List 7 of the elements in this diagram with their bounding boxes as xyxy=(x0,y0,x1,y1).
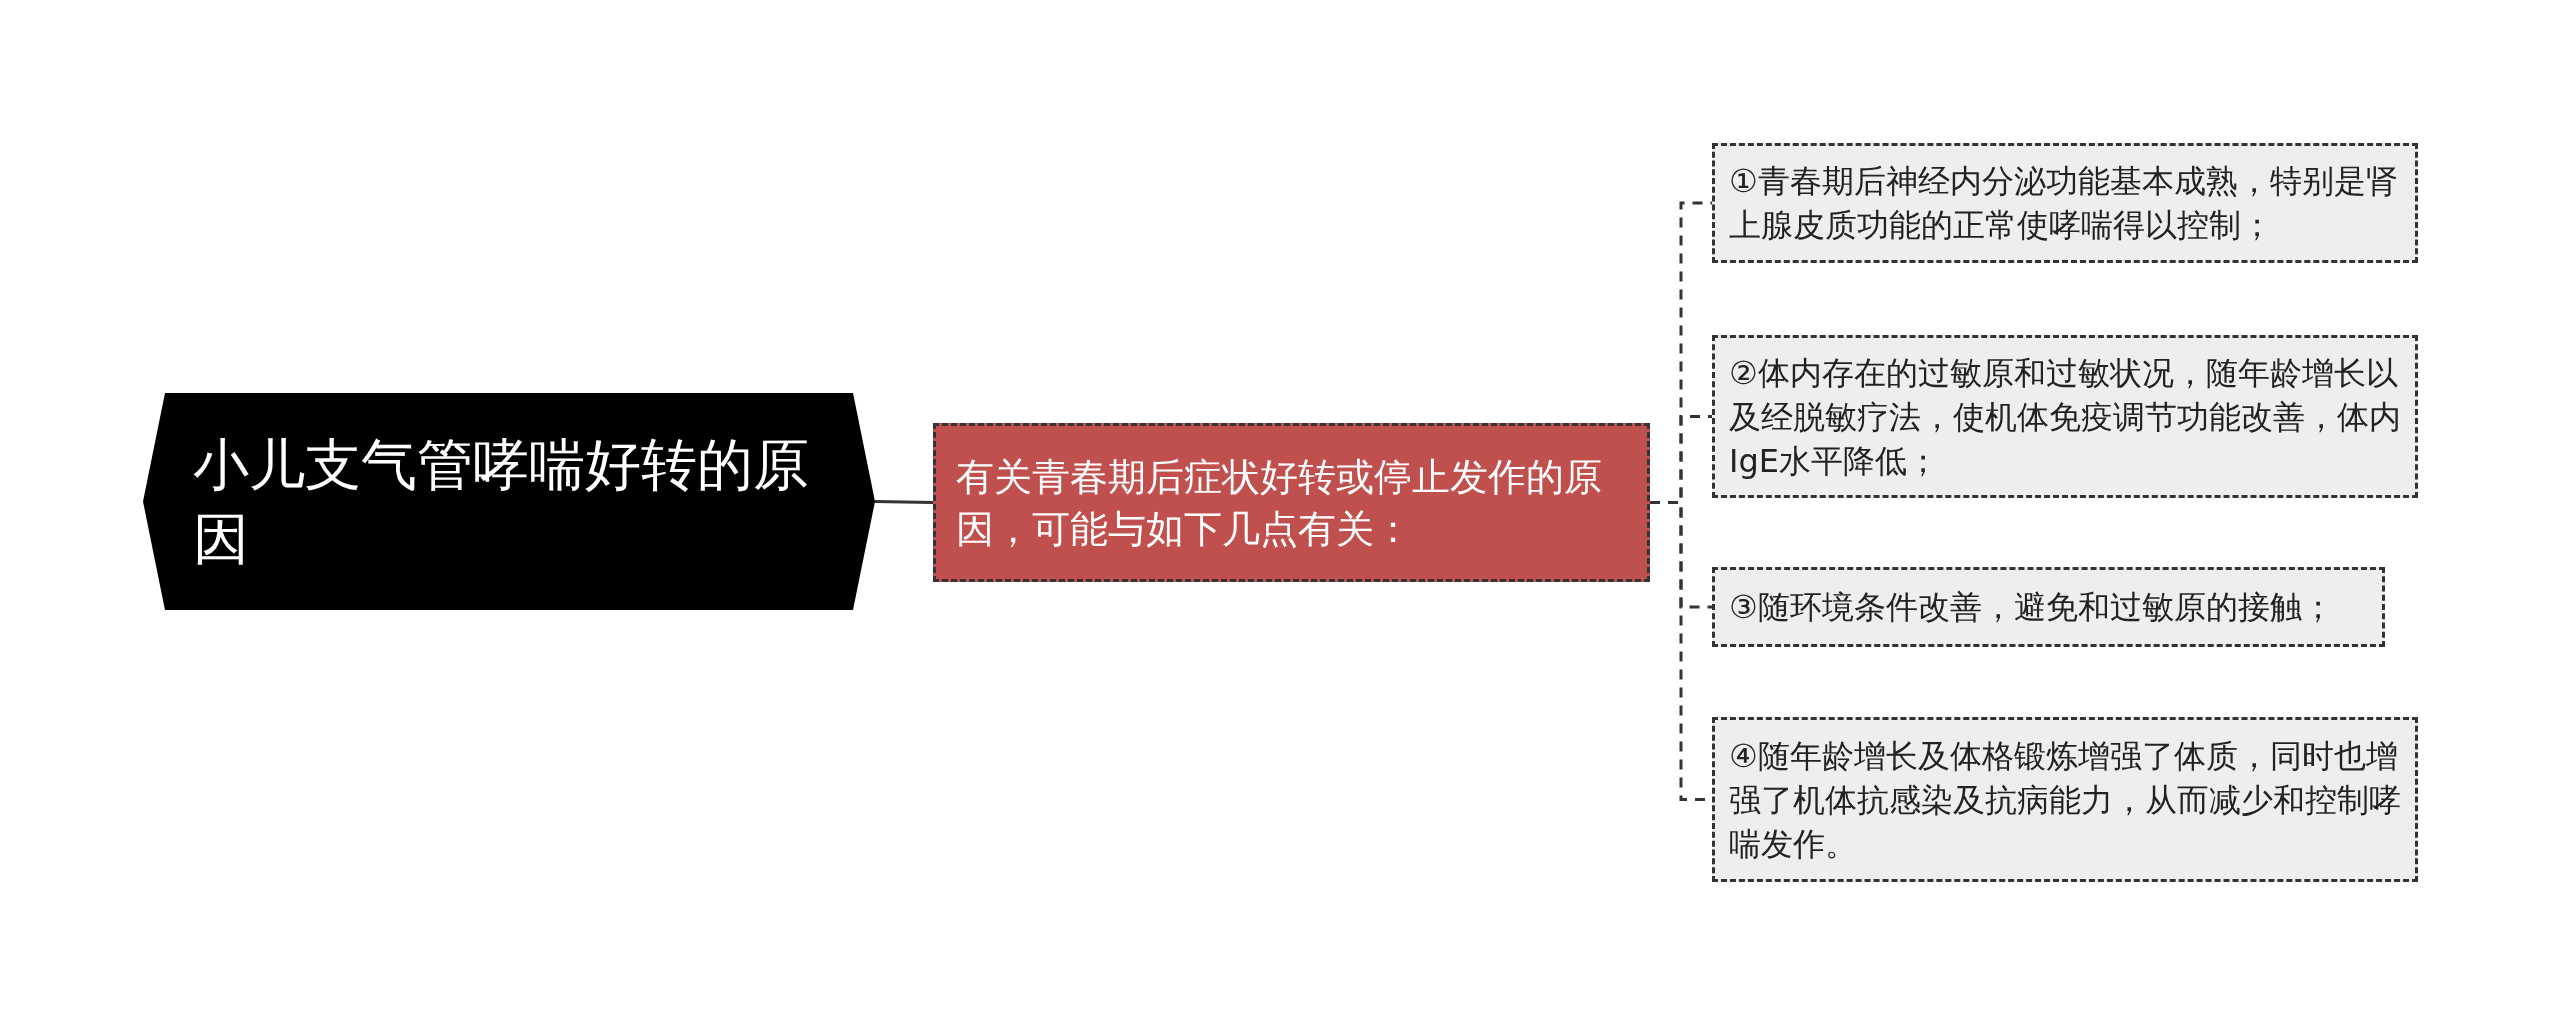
connector-line xyxy=(874,500,934,504)
note-box: ④随年龄增长及体格锻炼增强了体质，同时也增强了机体抗感染及抗病能力，从而减少和控制哮喘发作。 xyxy=(1712,717,2418,882)
note-box: ①青春期后神经内分泌功能基本成熟，特别是肾上腺皮质功能的正常使哮喘得以控制； xyxy=(1712,143,2418,263)
topic-hexagon: 小儿支气管哮喘好转的原因 xyxy=(143,393,875,610)
branch-box: 有关青春期后症状好转或停止发作的原因，可能与如下几点有关： xyxy=(933,423,1650,582)
note-box: ②体内存在的过敏原和过敏状况，随年龄增长以及经脱敏疗法，使机体免疫调节功能改善，体内IgE水平降低； xyxy=(1712,335,2418,498)
note-box: ③随环境条件改善，避免和过敏原的接触； xyxy=(1712,567,2385,647)
